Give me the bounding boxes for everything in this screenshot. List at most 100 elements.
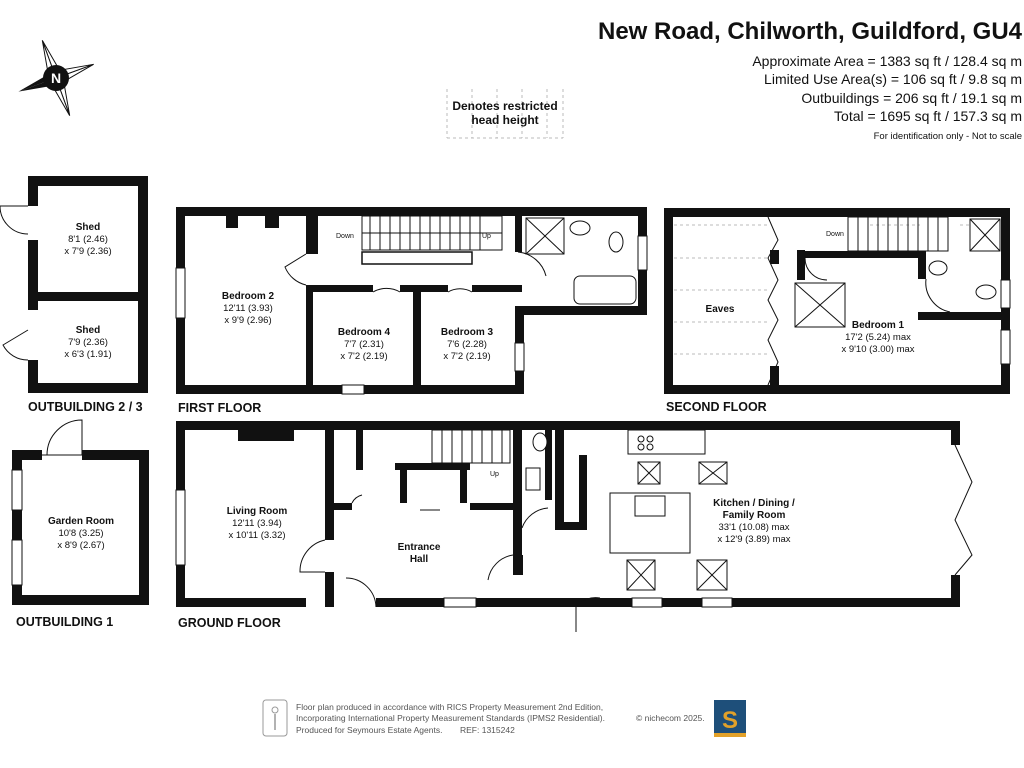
shed-2-dim-1: 7'9 (2.36) [68, 337, 108, 348]
door-icon [925, 278, 951, 313]
entrance-hall-name-1: Entrance [398, 542, 441, 553]
living-room-dim-1: 12'11 (3.94) [232, 518, 282, 529]
kitchen-name-2: Family Room [723, 510, 786, 521]
door-icon [351, 494, 363, 504]
bifold-doors-icon [954, 444, 973, 576]
toilet-icon [532, 432, 548, 452]
area-limited-use: Limited Use Area(s) = 106 sq ft / 9.8 sq… [764, 71, 1022, 87]
floor-label-second: SECOND FLOOR [666, 400, 767, 414]
bedroom-2-dim-1: 12'11 (3.93) [223, 303, 273, 314]
door-icon [487, 554, 514, 581]
logo-letter: S [722, 707, 738, 734]
stairs-up-label: Up [482, 233, 491, 240]
area-approximate: Approximate Area = 1383 sq ft / 128.4 sq… [752, 53, 1022, 69]
window-icon [11, 539, 23, 586]
bedroom-4-dim-2: x 7'2 (2.19) [340, 351, 387, 362]
compass-label: N [51, 70, 61, 86]
bedroom-3-dim-1: 7'6 (2.28) [447, 339, 487, 350]
garden-room-door-icon [42, 419, 83, 456]
front-door-icon [575, 597, 601, 632]
window-icon [175, 267, 186, 319]
bedroom-3-dim-2: x 7'2 (2.19) [443, 351, 490, 362]
shed-1-dim-1: 8'1 (2.46) [68, 234, 108, 245]
window-icon [1000, 279, 1011, 309]
window-icon [631, 597, 663, 608]
legend-line-2: head height [471, 113, 538, 127]
living-room-name: Living Room [227, 506, 288, 517]
toilet-icon [608, 231, 624, 253]
door-icon [372, 287, 401, 293]
window-icon [701, 597, 733, 608]
seymours-logo: S [714, 700, 746, 737]
kitchen-dim-1: 33'1 (10.08) max [719, 522, 790, 533]
window-icon [514, 342, 525, 372]
shed-1-dim-2: x 7'9 (2.36) [64, 246, 111, 257]
compass-icon [18, 40, 94, 116]
basin-icon [569, 220, 591, 236]
door-icon [521, 507, 549, 529]
garden-room-dim-1: 10'8 (3.25) [58, 528, 103, 539]
kitchen-dim-2: x 12'9 (3.89) max [717, 534, 790, 545]
door-icon [804, 257, 828, 281]
staircase-icon [431, 429, 511, 464]
stairs-down-label: Down [336, 233, 354, 240]
stairs-down-label: Down [826, 231, 844, 238]
outbuilding-2-3 [0, 176, 148, 393]
floor-label-outbuilding-1: OUTBUILDING 1 [16, 615, 113, 629]
legend-line-1: Denotes restricted [452, 99, 557, 113]
hatch-pattern-icon [446, 89, 564, 139]
cupboard-doors-icon [767, 216, 779, 386]
door-icon [284, 253, 307, 286]
second-floor-plan [664, 208, 1011, 394]
stairs-up-label: Up [490, 471, 499, 478]
bedroom-4-name: Bedroom 4 [338, 327, 391, 338]
area-outbuildings: Outbuildings = 206 sq ft / 19.1 sq m [801, 90, 1022, 106]
window-icon [175, 489, 186, 566]
window-icon [637, 235, 648, 271]
footer-line-1: Floor plan produced in accordance with R… [296, 702, 603, 712]
garden-room-name: Garden Room [48, 516, 114, 527]
window-icon [443, 597, 477, 608]
garden-room-dim-2: x 8'9 (2.67) [57, 540, 104, 551]
window-icon [11, 469, 23, 511]
staircase-icon [361, 215, 503, 265]
footer-copyright: © nichecom 2025. [636, 713, 705, 723]
basin-icon [928, 260, 948, 276]
footer-line-2: Incorporating International Property Mea… [296, 713, 605, 723]
page-title: New Road, Chilworth, Guildford, GU4 [598, 18, 1023, 45]
door-icon [447, 288, 473, 293]
rics-figure-icon [262, 699, 288, 737]
footer-line-3: Produced for Seymours Estate Agents. [296, 725, 442, 735]
window-icon [341, 384, 365, 395]
door-icon [517, 251, 547, 277]
bath-icon [573, 275, 637, 305]
footer: Floor plan produced in accordance with R… [262, 699, 705, 737]
eaves-name: Eaves [706, 304, 735, 315]
window-icon [1000, 329, 1011, 365]
ground-floor-plan [175, 421, 973, 632]
shed-door-icon [0, 205, 29, 235]
footer-ref: REF: 1315242 [460, 725, 515, 735]
basin-icon [525, 467, 541, 491]
bedroom-2-dim-2: x 9'9 (2.96) [224, 315, 271, 326]
first-floor-plan [175, 207, 648, 395]
kitchen-name-1: Kitchen / Dining / [713, 498, 795, 509]
kitchen-island-icon [609, 492, 691, 554]
outbuilding-1 [11, 419, 149, 605]
door-icon [345, 577, 377, 608]
door-icon [299, 539, 326, 573]
floor-label-outbuilding-2-3: OUTBUILDING 2 / 3 [28, 400, 143, 414]
area-total: Total = 1695 sq ft / 157.3 sq m [834, 108, 1022, 124]
shed-1-name: Shed [76, 222, 100, 233]
living-room-dim-2: x 10'11 (3.32) [228, 530, 285, 541]
legend: Denotes restricted head height [446, 89, 564, 139]
bedroom-3-name: Bedroom 3 [441, 327, 494, 338]
disclaimer: For identification only - Not to scale [874, 131, 1022, 142]
header: New Road, Chilworth, Guildford, GU4 Appr… [598, 18, 1023, 142]
shed-2-name: Shed [76, 325, 100, 336]
toilet-icon [975, 284, 997, 300]
bedroom-4-dim-1: 7'7 (2.31) [344, 339, 384, 350]
entrance-hall-name-2: Hall [410, 554, 429, 565]
bedroom-1-dim-1: 17'2 (5.24) max [845, 332, 911, 343]
